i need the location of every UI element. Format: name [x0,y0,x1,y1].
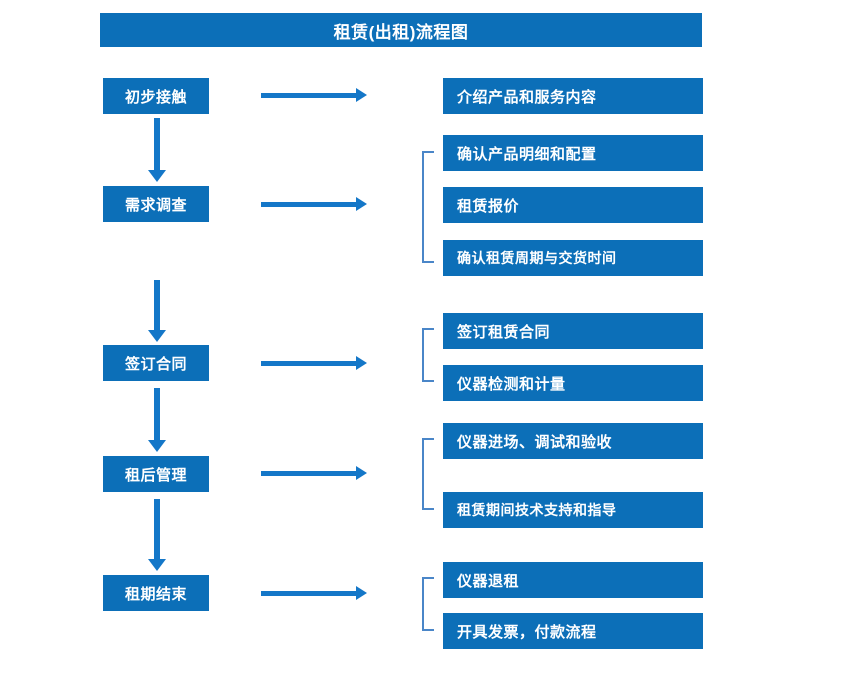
detail-box-2[interactable]: 确认产品明细和配置 [443,135,703,171]
detail-box-9[interactable]: 仪器退租 [443,562,703,598]
vertical-arrow-4 [148,499,166,571]
group-bracket-2 [422,328,434,382]
horizontal-arrow-2 [261,197,367,211]
detail-box-6[interactable]: 仪器检测和计量 [443,365,703,401]
detail-box-5[interactable]: 签订租赁合同 [443,313,703,349]
horizontal-arrow-4 [261,466,367,480]
stage-box-2[interactable]: 需求调查 [103,186,209,222]
stage-box-5[interactable]: 租期结束 [103,575,209,611]
detail-box-3[interactable]: 租赁报价 [443,187,703,223]
stage-box-3[interactable]: 签订合同 [103,345,209,381]
detail-box-10[interactable]: 开具发票，付款流程 [443,613,703,649]
detail-box-7[interactable]: 仪器进场、调试和验收 [443,423,703,459]
horizontal-arrow-3 [261,356,367,370]
chart-title: 租赁(出租)流程图 [100,13,702,47]
horizontal-arrow-1 [261,88,367,102]
group-bracket-3 [422,438,434,510]
horizontal-arrow-5 [261,586,367,600]
vertical-arrow-1 [148,118,166,182]
detail-box-4[interactable]: 确认租赁周期与交货时间 [443,240,703,276]
detail-box-1[interactable]: 介绍产品和服务内容 [443,78,703,114]
stage-box-4[interactable]: 租后管理 [103,456,209,492]
group-bracket-4 [422,577,434,631]
vertical-arrow-2 [148,280,166,342]
vertical-arrow-3 [148,388,166,452]
group-bracket-1 [422,151,434,263]
detail-box-8[interactable]: 租赁期间技术支持和指导 [443,492,703,528]
stage-box-1[interactable]: 初步接触 [103,78,209,114]
